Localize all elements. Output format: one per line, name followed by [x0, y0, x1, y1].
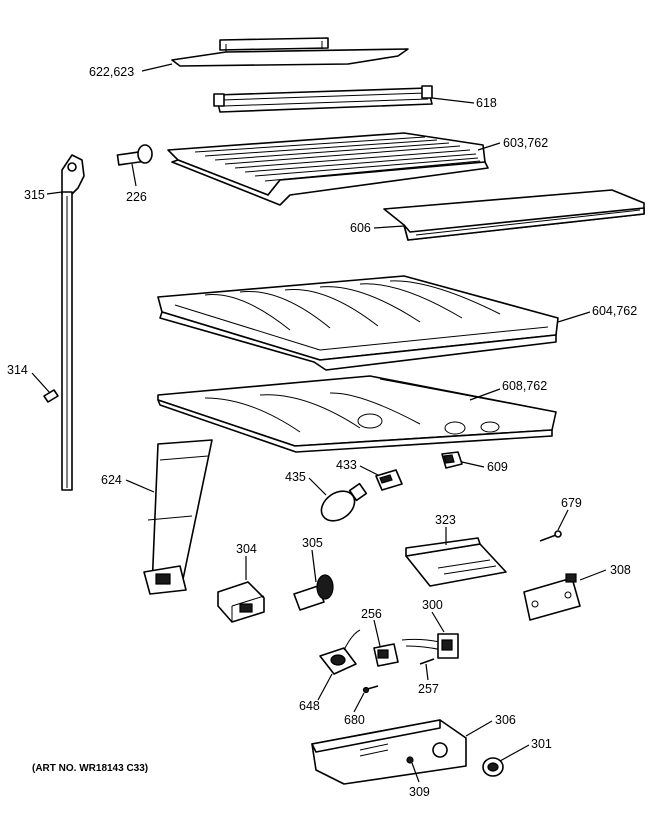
- part-435-light-bulb: [320, 482, 368, 522]
- part-257-screw: [419, 658, 435, 665]
- label-314: 314: [7, 363, 28, 377]
- leader-lines: [31, 63, 607, 783]
- label-679: 679: [561, 496, 582, 510]
- label-308: 308: [610, 563, 631, 577]
- part-608-762-shelf: [157, 375, 557, 453]
- label-604-762: 604,762: [592, 304, 637, 318]
- part-226-pin: [116, 144, 153, 166]
- label-622-623: 622,623: [89, 65, 134, 79]
- label-323: 323: [435, 513, 456, 527]
- part-323-housing: [405, 537, 507, 587]
- part-306-control-housing: [311, 719, 467, 785]
- part-304-thermostat-box: [217, 581, 265, 623]
- label-433: 433: [336, 458, 357, 472]
- part-300-switch: [401, 633, 459, 659]
- part-labels: 622,623 618 603,762 315 226 606 604,762 …: [7, 65, 637, 799]
- label-624: 624: [101, 473, 122, 487]
- part-433-socket: [375, 469, 403, 491]
- part-603-762-wire-shelf: [167, 132, 489, 206]
- label-608-762: 608,762: [502, 379, 547, 393]
- label-609: 609: [487, 460, 508, 474]
- label-257: 257: [418, 682, 439, 696]
- art-number: (ART NO. WR18143 C33): [32, 763, 148, 774]
- label-618: 618: [476, 96, 497, 110]
- label-309: 309: [409, 785, 430, 799]
- part-679-screw: [539, 530, 562, 542]
- part-308-plate: [523, 573, 581, 621]
- label-606: 606: [350, 221, 371, 235]
- label-226: 226: [126, 190, 147, 204]
- label-301: 301: [531, 737, 552, 751]
- part-256-switch: [373, 643, 399, 667]
- part-315-bracket-rod: [61, 154, 85, 491]
- part-680-screw: [362, 685, 379, 694]
- part-618-bracket: [213, 85, 433, 113]
- part-305-thermostat: [293, 574, 334, 611]
- label-603-762: 603,762: [503, 136, 548, 150]
- part-604-762-shelf: [157, 275, 559, 371]
- label-315: 315: [24, 188, 45, 202]
- part-314-clip: [43, 389, 59, 403]
- label-304: 304: [236, 542, 257, 556]
- part-648-motor: [319, 629, 361, 675]
- label-305: 305: [302, 536, 323, 550]
- part-624-panel: [143, 439, 213, 595]
- part-606-rail: [383, 189, 645, 241]
- label-300: 300: [422, 598, 443, 612]
- part-622-623-cover: [171, 37, 409, 67]
- part-609-clip: [441, 451, 463, 469]
- part-301-knob: [482, 757, 504, 777]
- label-306: 306: [495, 713, 516, 727]
- label-256: 256: [361, 607, 382, 621]
- label-648: 648: [299, 699, 320, 713]
- label-435: 435: [285, 470, 306, 484]
- label-680: 680: [344, 713, 365, 727]
